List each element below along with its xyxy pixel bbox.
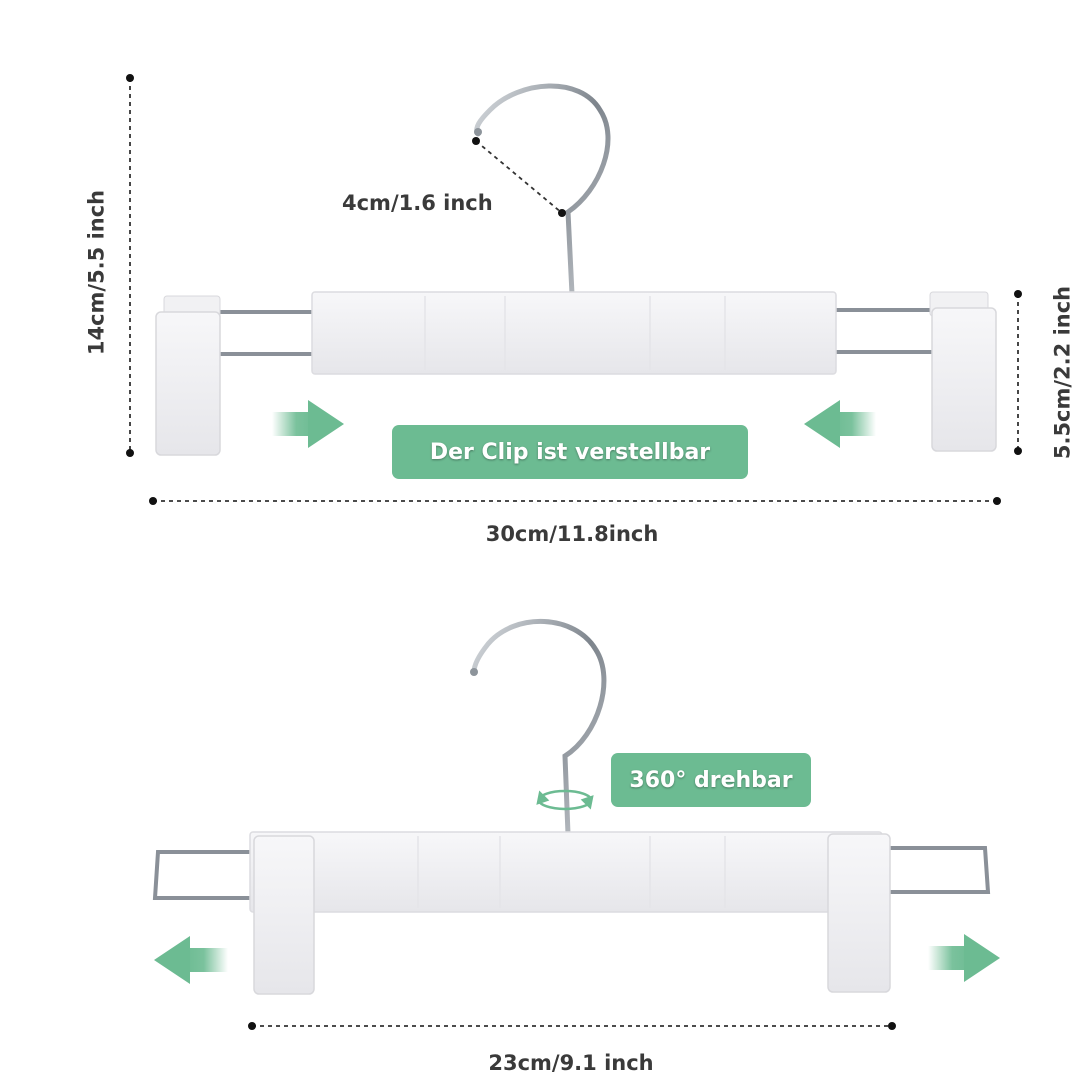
bottom-hanger [152, 619, 991, 995]
top-bar [311, 291, 837, 375]
top-right-clip [929, 291, 997, 452]
bottom-width-label: 23cm/9.1 inch [488, 1051, 654, 1075]
hook-size-label: 4cm/1.6 inch [342, 191, 493, 215]
top-hanger [155, 83, 997, 456]
rotatable-badge: 360° drehbar [611, 753, 811, 807]
height-label: 14cm/5.5 inch [84, 189, 109, 356]
bottom-bar [249, 831, 883, 913]
arrow-right-icon [272, 400, 344, 448]
top-hook [474, 83, 611, 297]
clip-height-label: 5.5cm/2.2 inch [1050, 285, 1075, 460]
bottom-left-clip [253, 835, 315, 995]
bottom-right-clip [827, 833, 891, 993]
arrow-left-icon [154, 936, 228, 984]
top-left-clip [155, 295, 221, 456]
bottom-hook [471, 619, 607, 837]
top-width-label: 30cm/11.8inch [485, 522, 659, 546]
top-dimensions [129, 78, 1019, 502]
rotate-icon [536, 789, 594, 811]
adjustable-clip-badge: Der Clip ist verstellbar [392, 425, 748, 479]
arrow-left-icon [804, 400, 876, 448]
arrow-right-icon [928, 934, 1000, 982]
